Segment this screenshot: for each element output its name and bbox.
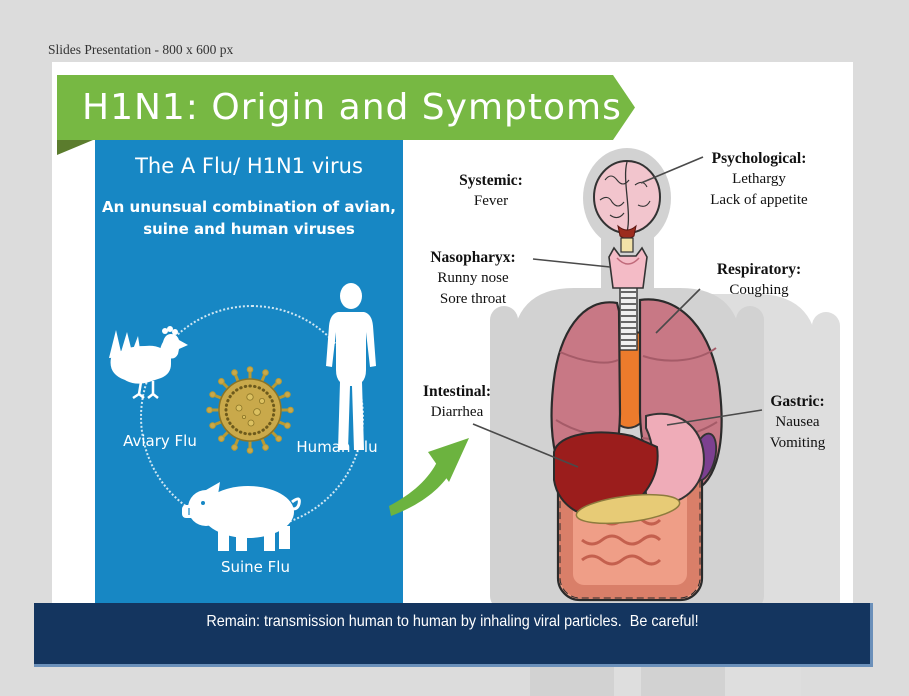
symptom-line: Vomiting [769,435,826,451]
panel-subheading-line1: An ununsual combination of avian, [102,198,396,216]
larynx-illustration [608,246,648,289]
pig-icon [182,482,301,551]
symptom-line: Runny nose [437,270,509,286]
symptom-line: Nausea [775,414,820,430]
symptom-label-intestinal: Intestinal: Diarrhea [412,381,502,423]
flu-label-aviary: Aviary Flu [123,432,197,450]
flu-label-human: Human Flu [296,438,378,456]
virus-icon [205,365,295,455]
label-connector-lines [472,156,763,468]
human-icon [326,283,376,450]
footer-warning-text: Remain: transmission human to human by i… [205,613,699,630]
symptom-title: Nasopharyx: [430,249,516,266]
brain-illustration [593,160,661,253]
symptom-title: Intestinal: [422,383,492,400]
transmission-arrow-icon [389,438,469,516]
panel-subheading-line2: suine and human viruses [143,220,355,238]
panel-subheading: An ununsual combination of avian, suine … [95,196,403,240]
symptom-title: Respiratory: [716,261,802,278]
pancreas-illustration [575,493,681,525]
symptom-label-nasopharyx: Nasopharyx: Runny nose Sore throat [418,247,528,310]
symptom-title: Psychological: [711,150,807,167]
slide-dimensions-caption: Slides Presentation - 800 x 600 px [48,42,234,57]
symptom-line: Lethargy [732,171,786,187]
flu-label-suine: Suine Flu [220,558,290,576]
symptom-line: Lack of appetite [710,192,808,208]
footer-banner: Remain: transmission human to human by i… [34,603,873,667]
symptom-title: Systemic: [459,172,523,189]
slide-title: H1N1: Origin and Symptoms [82,87,622,128]
symptom-title: Gastric: [770,393,825,410]
symptom-label-gastric: Gastric: Nausea Vomiting [750,391,845,454]
symptom-line: Diarrhea [430,404,484,420]
symptom-line: Sore throat [439,291,507,307]
symptom-label-respiratory: Respiratory: Coughing [700,259,818,301]
symptom-label-systemic: Systemic: Fever [441,170,541,212]
trachea-illustration [619,285,638,351]
chicken-icon [109,326,188,400]
panel-heading: The A Flu/ H1N1 virus [135,154,363,178]
symptom-line: Fever [473,193,509,209]
title-banner: H1N1: Origin and Symptoms [57,75,635,140]
symptom-line: Coughing [729,282,789,298]
symptom-label-psychological: Psychological: Lethargy Lack of appetite [693,148,825,211]
virus-origin-panel: The A Flu/ H1N1 virus An ununsual combin… [95,140,403,603]
